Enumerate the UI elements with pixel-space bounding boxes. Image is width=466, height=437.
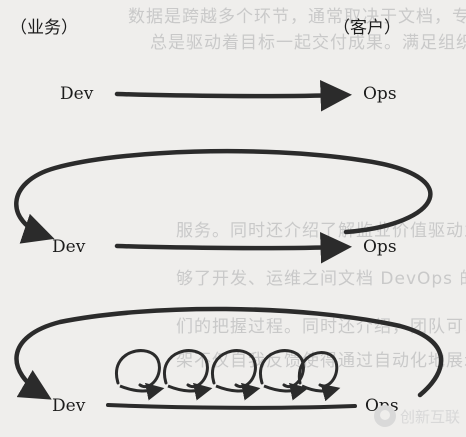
bleed-text-1: 数据是跨越多个环节，通常取决于文档，专业化的 — [128, 7, 466, 27]
dev-to-ops-arrow — [114, 79, 352, 112]
outer-feedback-loop — [14, 306, 444, 400]
bleed-text-6: 架不仅自我反馈使得通过自动化地展示交付的 — [176, 351, 466, 371]
learning-loop-4 — [258, 349, 305, 389]
row3-dev-label: Dev — [52, 396, 86, 416]
business-header: （业务） — [10, 18, 78, 38]
watermark: 创新互联 — [373, 405, 460, 427]
learning-loop-1 — [114, 349, 161, 389]
learning-loop-2 — [162, 349, 209, 389]
bleed-text-2: 总是驱动着目标一起交付成果。满足组织大部分 — [150, 33, 466, 53]
bleed-text-5: 们的把握过程。同时还介绍，团队可以更好地实施 — [176, 317, 466, 337]
row1-dev-label: Dev — [60, 84, 94, 104]
row2-ops-label: Ops — [363, 237, 397, 257]
bleed-text-3: 服务。同时还介绍了解监业价值驱动业务 — [176, 221, 466, 241]
row1-ops-label: Ops — [363, 84, 397, 104]
watermark-logo-icon — [373, 405, 396, 427]
row2-dev-label: Dev — [52, 237, 86, 257]
watermark-text: 创新互联 — [399, 407, 460, 426]
bleed-text-4: 够了开发、运维之间文档 DevOps 的影响力的期 — [176, 269, 466, 289]
learning-loop-3 — [210, 349, 257, 389]
dev-to-ops-arrow-3 — [106, 403, 357, 410]
customer-header: （客户） — [333, 18, 401, 38]
dev-to-ops-arrow-2 — [114, 231, 352, 264]
learning-loop-5 — [297, 351, 339, 388]
ops-to-dev-feedback-loop — [14, 148, 433, 244]
